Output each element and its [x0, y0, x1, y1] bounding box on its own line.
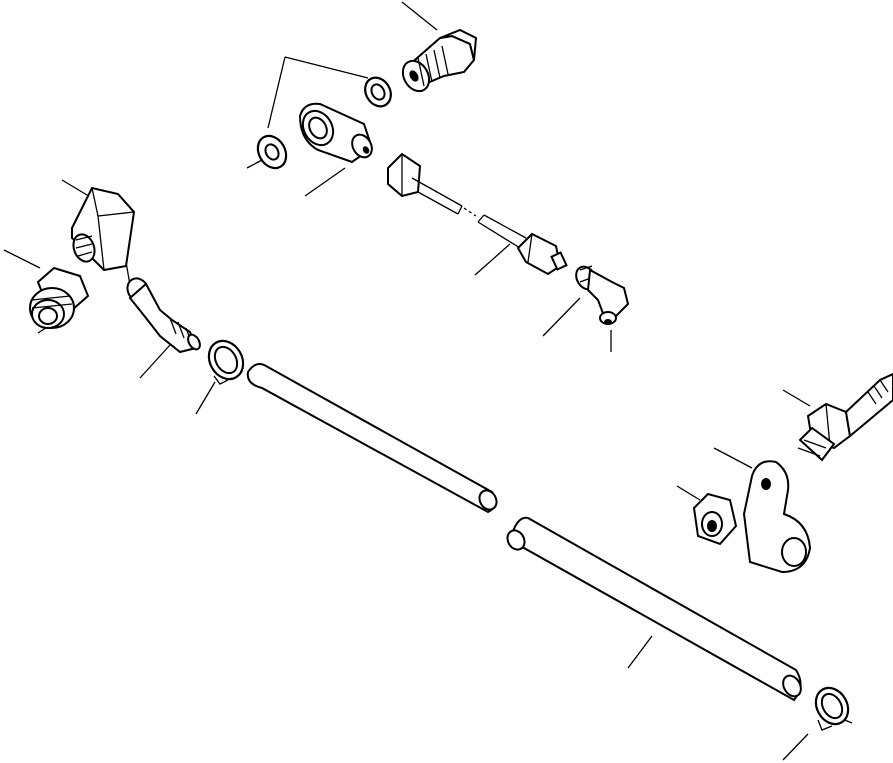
banjo-fitting	[298, 102, 374, 164]
sealing-washer-lower	[256, 134, 288, 170]
hex-plug	[29, 266, 90, 329]
hose	[246, 363, 802, 702]
angled-hose-nipple	[126, 277, 201, 354]
tube-fitting-upper	[387, 152, 477, 217]
tube-fitting-lower	[477, 214, 568, 276]
banjo-bolt	[401, 28, 478, 93]
bracket-plate	[742, 460, 812, 574]
hose-clamp-right	[814, 686, 850, 731]
tee-block	[71, 186, 136, 272]
elbow-fitting-right	[575, 265, 630, 325]
hose-clamp-left	[207, 339, 245, 385]
hex-nut	[692, 492, 738, 546]
sealing-washer-upper	[364, 76, 392, 108]
stud-bolt	[797, 372, 893, 462]
leader-lines	[3, 1, 853, 761]
